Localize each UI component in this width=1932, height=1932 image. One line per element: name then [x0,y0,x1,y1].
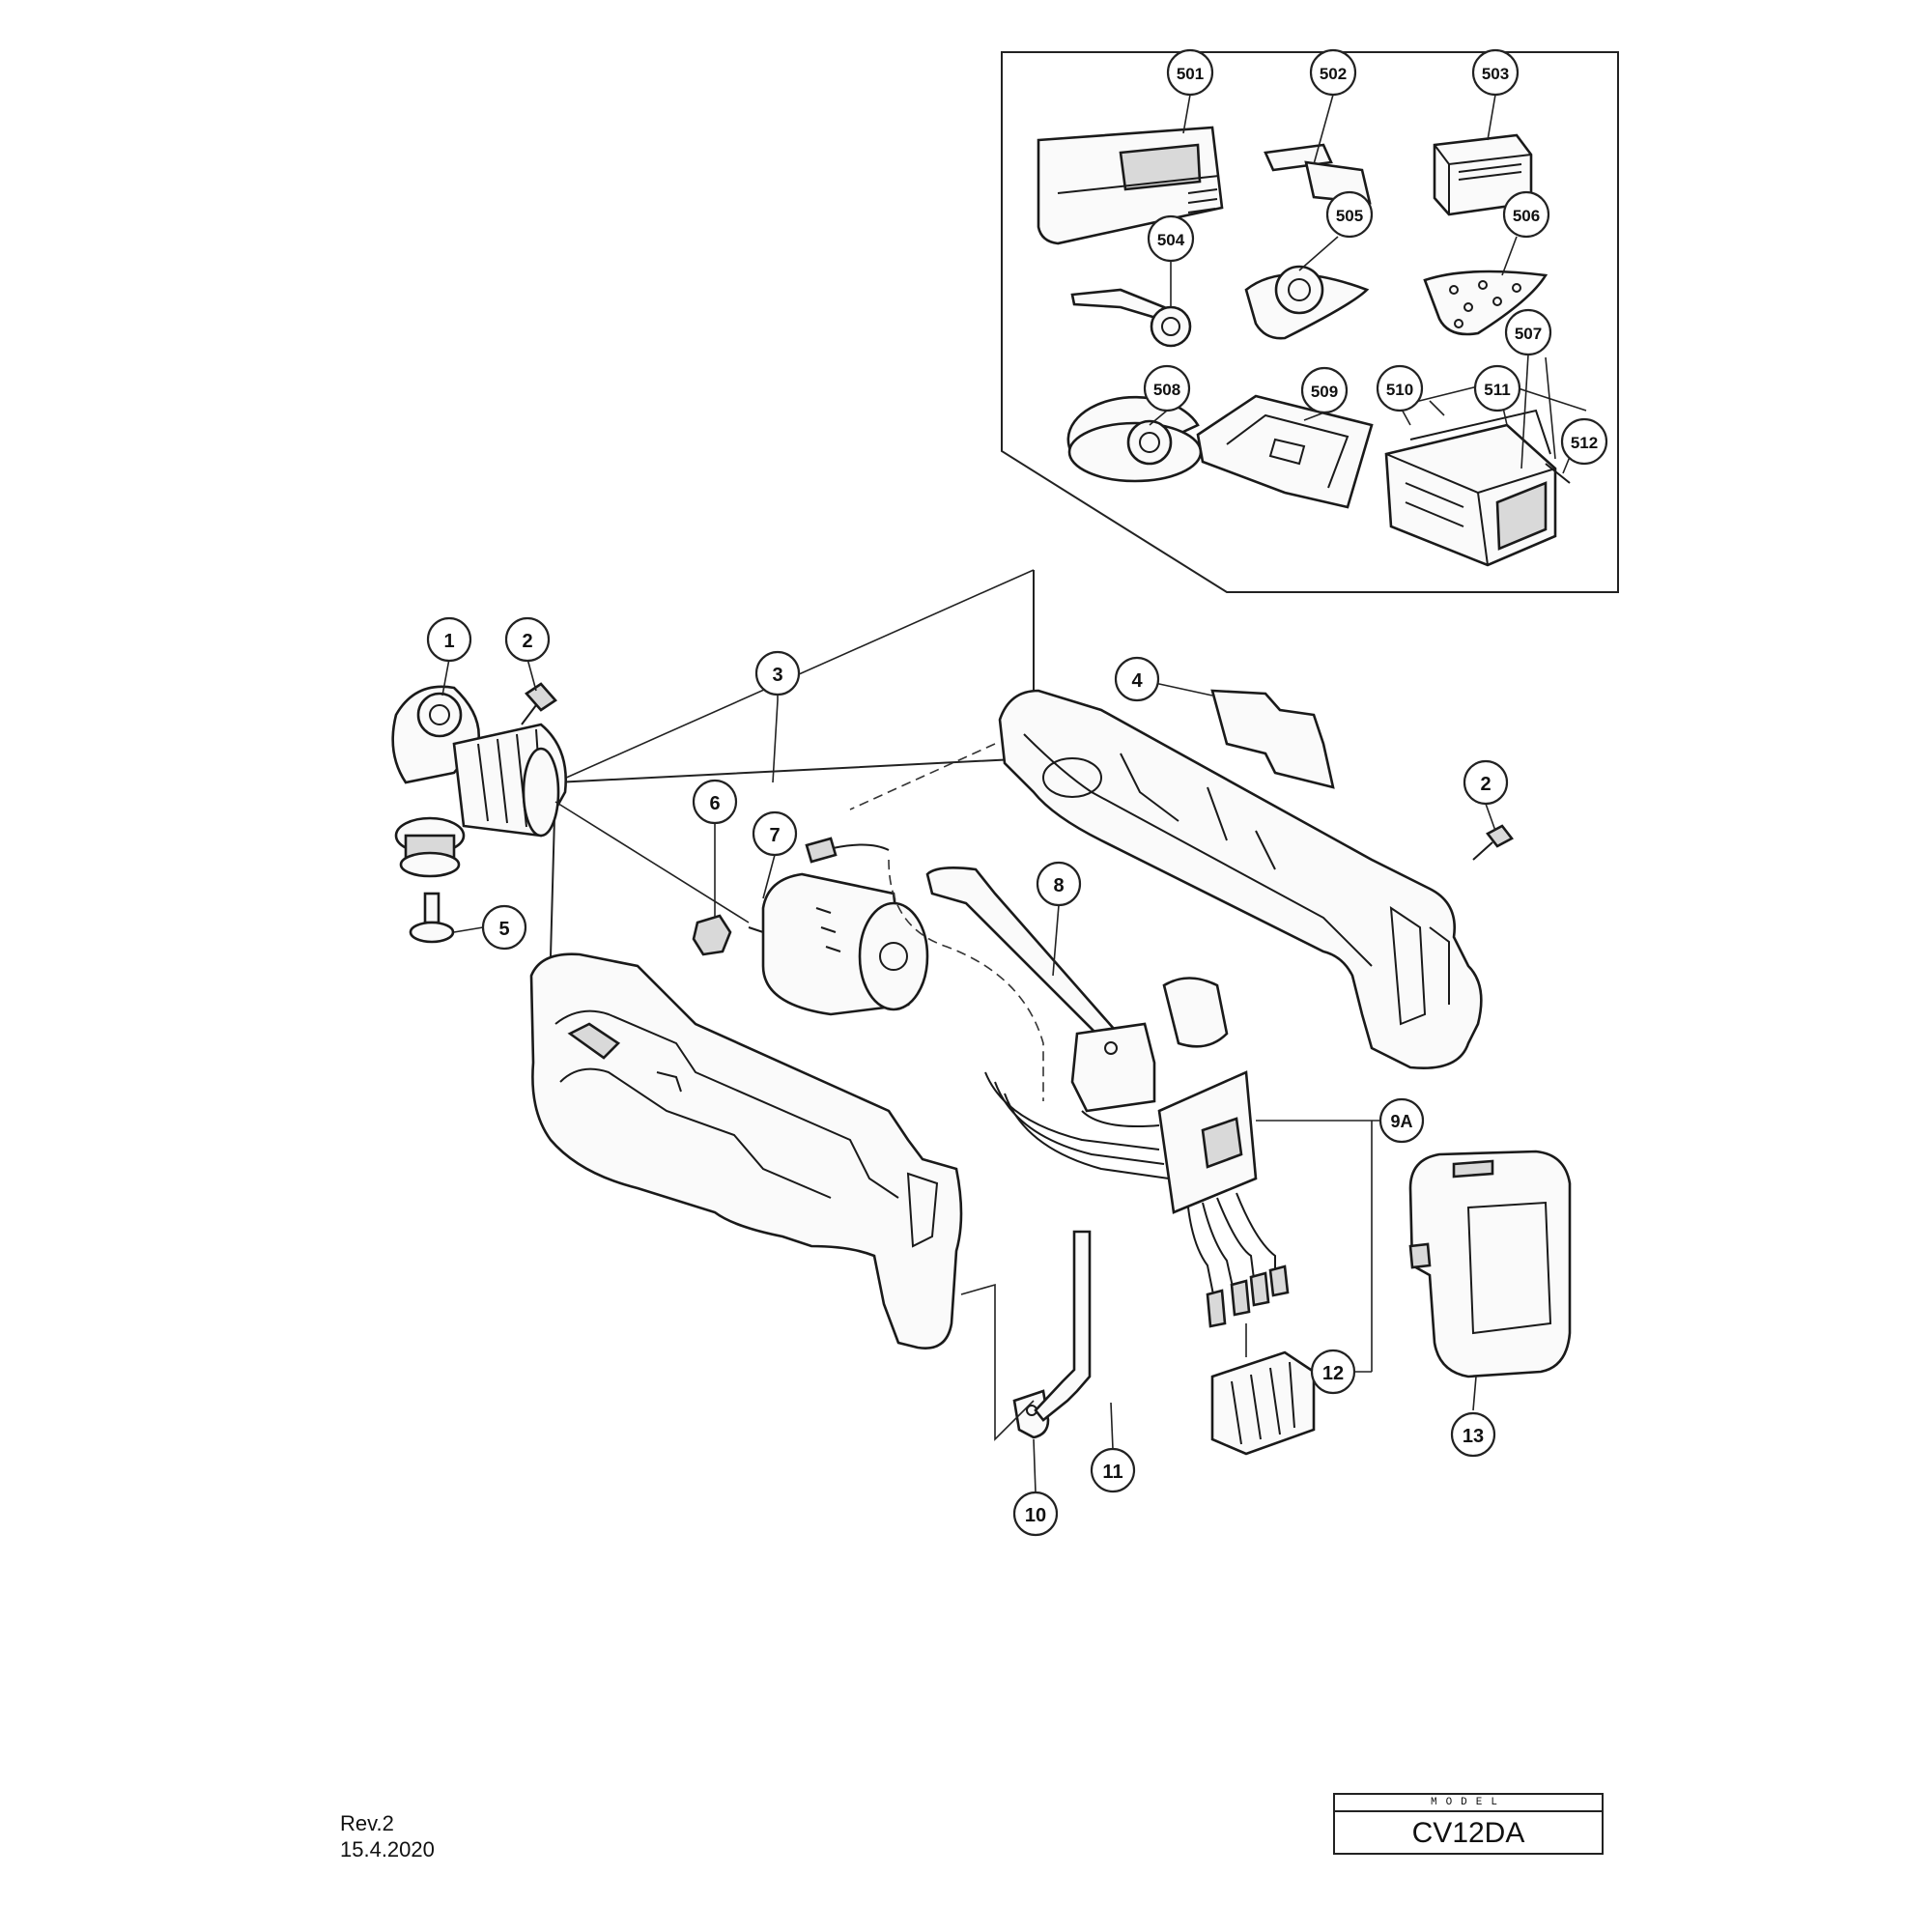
svg-text:504: 504 [1157,231,1185,249]
switch-block [1070,977,1229,1113]
part-505-sanding-pad [1244,265,1370,340]
svg-text:13: 13 [1463,1426,1484,1447]
revision-date: 15.4.2020 [340,1837,435,1861]
svg-text:511: 511 [1484,381,1510,399]
part-506-sanding-sheet [1423,270,1548,336]
svg-text:11: 11 [1102,1462,1122,1483]
callout-511: 511 [1473,364,1521,412]
svg-text:503: 503 [1482,65,1509,83]
wiring-path [849,743,1044,1101]
callout-5: 5 [481,904,527,951]
callout-12: 12 [1310,1349,1356,1395]
svg-text:8: 8 [1053,875,1064,896]
axis-line [554,801,750,923]
svg-text:7: 7 [769,825,780,846]
part-512-pin [1545,463,1571,484]
part-9A-controller [1157,1070,1258,1214]
part-4-name-plate [1210,689,1335,789]
callout-503: 503 [1471,48,1520,97]
svg-text:508: 508 [1153,381,1180,399]
part-13-battery [1408,1150,1572,1378]
svg-text:505: 505 [1336,207,1363,225]
svg-text:2: 2 [522,631,532,652]
part-6-bushing [692,914,732,956]
callout-4: 4 [1114,656,1160,702]
svg-text:506: 506 [1513,207,1540,225]
svg-text:6: 6 [709,793,720,814]
model-heading: MODEL [1335,1795,1602,1812]
callout-505: 505 [1325,190,1374,239]
callout-509: 509 [1300,366,1349,414]
callout-13: 13 [1450,1411,1496,1458]
callout-2-right: 2 [1463,759,1509,806]
svg-text:9A: 9A [1390,1112,1412,1131]
callout-510: 510 [1376,364,1424,412]
revision-label: Rev.2 [340,1811,394,1835]
svg-text:509: 509 [1311,383,1338,401]
svg-text:12: 12 [1322,1363,1344,1384]
part-1-gear-head [391,685,567,878]
svg-text:10: 10 [1025,1505,1046,1526]
svg-text:2: 2 [1480,774,1491,795]
model-box: MODEL CV12DA [1333,1793,1604,1855]
part-12-terminal [1210,1323,1316,1456]
callout-10: 10 [1012,1491,1059,1537]
svg-text:1: 1 [443,631,454,652]
svg-text:3: 3 [772,665,782,686]
callout-2-left: 2 [504,616,551,663]
callout-508: 508 [1143,364,1191,412]
part-7-motor [748,872,929,1016]
callout-506: 506 [1502,190,1550,239]
part-2-screw-left [521,682,557,725]
housing-left-half [529,952,963,1350]
callout-504: 504 [1147,214,1195,263]
svg-text:501: 501 [1177,65,1204,83]
callout-8: 8 [1036,861,1082,907]
svg-text:4: 4 [1131,670,1143,692]
callout-11: 11 [1090,1447,1136,1493]
part-509-case-insert [1196,394,1374,509]
switch-connector [805,837,890,864]
part-501-charger [1037,126,1224,245]
part-11-hex-wrench [1034,1230,1092,1422]
callout-507: 507 [1504,308,1552,356]
model-number: CV12DA [1411,1817,1525,1849]
part-2-screw-right [1472,824,1514,861]
part-504-blade [1070,288,1192,348]
svg-text:510: 510 [1386,381,1413,399]
callout-9A: 9A [1378,1097,1425,1144]
callout-1: 1 [426,616,472,663]
svg-text:507: 507 [1515,325,1542,343]
svg-text:5: 5 [498,919,509,940]
part-508-segment-blade [1066,395,1203,483]
svg-text:502: 502 [1320,65,1347,83]
part-507-carrying-case [1384,409,1557,567]
callout-7: 7 [752,810,798,857]
callout-501: 501 [1166,48,1214,97]
wire-harness [984,1071,1290,1328]
part-5-spindle-bolt [409,892,455,944]
callout-512: 512 [1560,417,1608,466]
callout-6: 6 [692,779,738,825]
accessory-inset-frame [1001,51,1619,593]
callout-502: 502 [1309,48,1357,97]
housing-right-half [998,689,1483,1069]
callout-3: 3 [754,650,801,696]
svg-text:512: 512 [1571,434,1598,452]
